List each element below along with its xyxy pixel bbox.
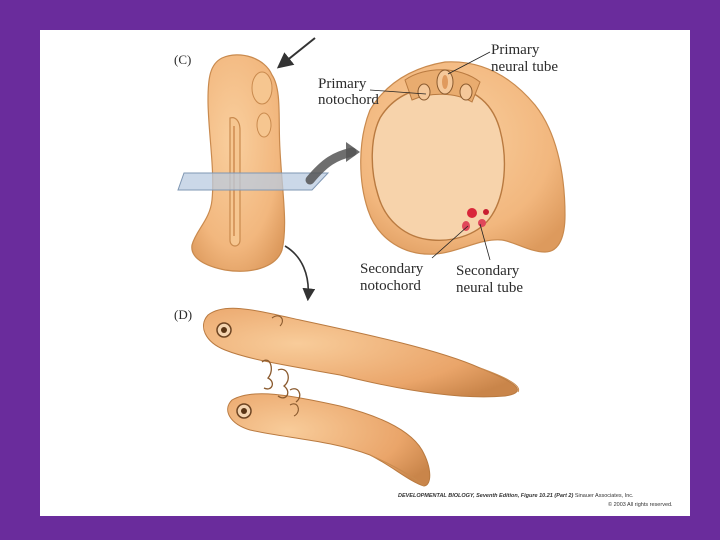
credit-publisher: Sinauer Associates, Inc. xyxy=(575,493,634,499)
panel-label-d: (D) xyxy=(174,307,192,322)
label-secondary-neural-tube-1: Secondary xyxy=(456,264,519,279)
panel-label-c: (C) xyxy=(174,52,191,67)
embryo-c xyxy=(192,55,285,271)
label-secondary-notochord-2: notochord xyxy=(360,279,421,294)
credit-line-2: © 2003 All rights reserved. xyxy=(608,502,673,508)
tadpoles-d xyxy=(203,308,518,486)
label-primary-neural-tube-2: neural tube xyxy=(491,60,558,75)
credit-line-1: DEVELOPMENTAL BIOLOGY, Seventh Edition, … xyxy=(398,493,634,499)
label-secondary-notochord-1: Secondary xyxy=(360,262,423,277)
section-plane xyxy=(178,173,328,190)
figure-slide: (C) (D) Primary neural tube Primary noto… xyxy=(40,30,690,516)
pointer-arrow-top xyxy=(280,38,315,66)
curved-arrow-down xyxy=(285,246,308,298)
label-primary-notochord-2: notochord xyxy=(318,93,379,108)
credit-book: DEVELOPMENTAL BIOLOGY, Seventh Edition, … xyxy=(398,493,573,499)
label-primary-neural-tube-1: Primary xyxy=(491,43,539,58)
section-arrow xyxy=(310,152,352,180)
cross-section xyxy=(361,62,565,254)
label-secondary-neural-tube-2: neural tube xyxy=(456,281,523,296)
label-primary-notochord-1: Primary xyxy=(318,77,366,92)
